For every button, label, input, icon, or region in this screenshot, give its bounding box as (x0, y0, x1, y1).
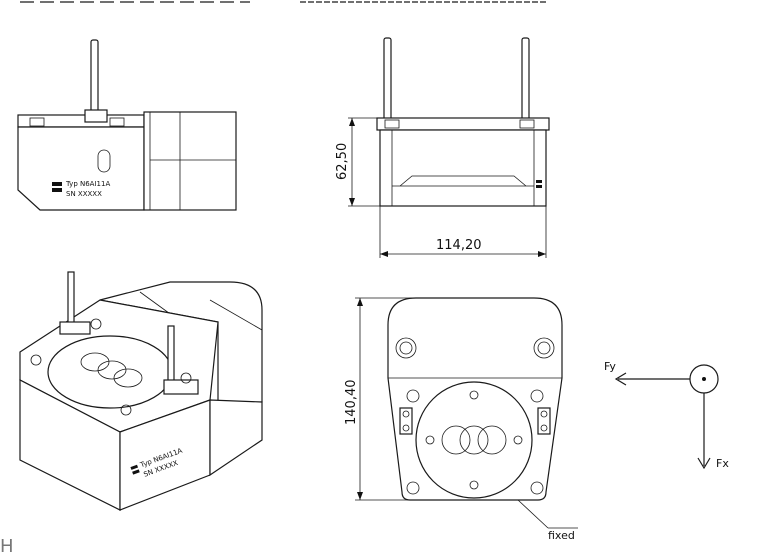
depth-dimension: 140,40 (344, 297, 420, 501)
force-diagram: Fy Fx (604, 360, 729, 470)
side-view: 62,50 114,20 (335, 37, 550, 258)
fx-label: Fx (716, 457, 729, 470)
fixed-annotation: fixed (517, 499, 578, 542)
top-view: 140,40 fixed (344, 297, 578, 542)
side-body (379, 129, 547, 207)
width-dimension-text: 114,20 (436, 238, 482, 253)
front-pin (90, 39, 99, 121)
side-pin-left (383, 37, 392, 121)
front-view: Typ N6AI11A SN XXXXX (17, 39, 237, 211)
front-type-text: Typ N6AI11A (65, 180, 110, 188)
top-clamp-right (537, 407, 551, 435)
iso-pin-right (167, 325, 175, 383)
iso-disk (47, 335, 173, 409)
fixed-label: fixed (548, 529, 575, 542)
front-serial-text: SN XXXXX (66, 190, 102, 198)
front-nameplate: Typ N6AI11A SN XXXXX (52, 180, 110, 198)
side-pin-right (521, 37, 530, 121)
height-dimension-text: 62,50 (335, 143, 350, 180)
height-dimension: 62,50 (335, 117, 380, 207)
front-side-block (143, 111, 237, 211)
front-top-plate (17, 114, 145, 128)
iso-pin-left (67, 271, 75, 331)
width-dimension: 114,20 (379, 206, 547, 258)
isometric-view: Typ N6AI11A SN XXXXX (19, 271, 263, 511)
fy-label: Fy (604, 360, 616, 373)
top-disk (415, 381, 533, 499)
front-body (17, 126, 145, 211)
corner-letter: H (0, 536, 14, 557)
top-clamp-left (399, 407, 413, 435)
depth-dimension-text: 140,40 (344, 380, 359, 426)
